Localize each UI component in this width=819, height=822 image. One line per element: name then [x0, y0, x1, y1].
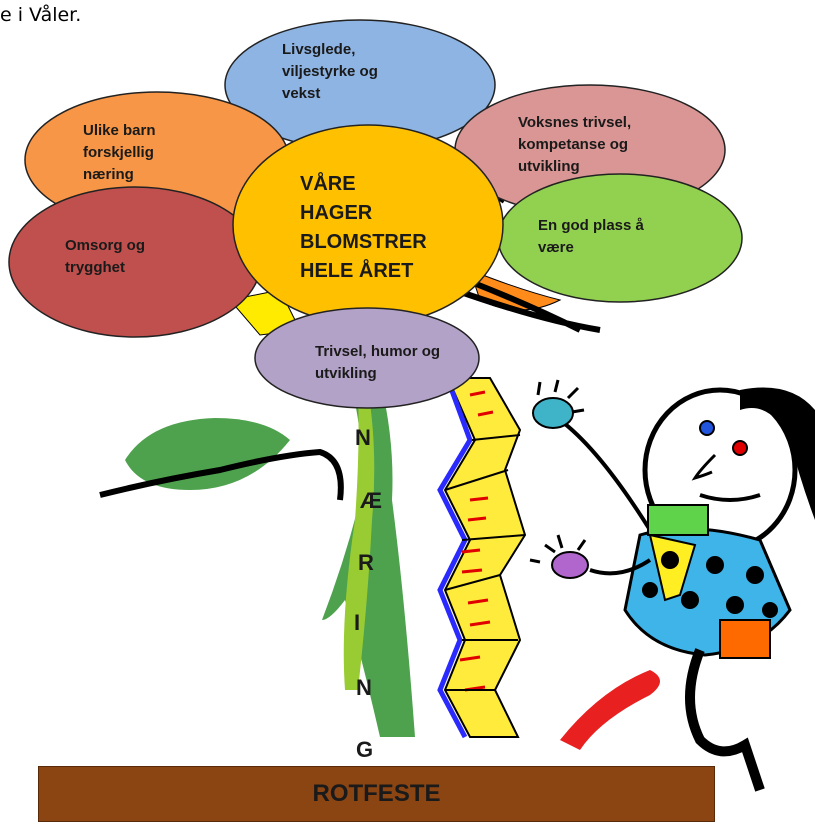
figure-hand-low: [551, 551, 589, 579]
tape-blue-edge: [437, 379, 473, 739]
figure-eye-red: [732, 440, 748, 456]
flower-center-label: VÅRE HAGER BLOMSTRER HELE ÅRET: [300, 173, 427, 282]
root-bar: ROTFESTE: [38, 766, 715, 822]
figure-collar: [647, 504, 709, 536]
left-leaf: [125, 418, 290, 490]
petal-label-voksnes: Voksnes trivsel, kompetanse og utvikling: [518, 114, 632, 175]
stem-letter-2: Æ: [360, 488, 382, 513]
tape-black-lines: [444, 434, 526, 691]
figure-nose: [691, 453, 717, 481]
root-label: ROTFESTE: [312, 780, 441, 807]
figure-arm-up: [558, 418, 652, 532]
figure-dots: [642, 551, 778, 618]
figure-mouth: [699, 493, 761, 502]
stem-letter-5: N: [356, 675, 372, 700]
figure-fingers-low: [529, 534, 587, 564]
petal-label-ulike-barn: Ulike barn forskjellig næring: [83, 122, 156, 183]
figure-hand-up: [532, 397, 574, 429]
stem-letter-4: I: [354, 610, 361, 635]
leaf-vine: [99, 448, 344, 501]
figure-fingers-up: [536, 379, 585, 414]
petal-label-omsorg: Omsorg og trygghet: [65, 237, 146, 276]
tape-ticks: [459, 390, 494, 692]
cartoon-figure: [529, 379, 815, 792]
measuring-tape: [443, 377, 527, 738]
header-partial-text: e i Våler.: [0, 4, 82, 26]
petal-label-en-god-plass: En god plass å være: [538, 217, 644, 256]
petal-trivsel: [254, 307, 480, 409]
stem-light: [343, 390, 375, 690]
stem-letter-3: R: [358, 550, 374, 575]
petal-label-trivsel: Trivsel, humor og utvikling: [315, 343, 441, 382]
figure-arm-low: [589, 558, 652, 576]
figure-pants: [719, 619, 771, 659]
figure-leg: [685, 648, 765, 792]
figure-eye-blue: [699, 420, 715, 436]
stem-letter-6: G: [356, 737, 374, 762]
figure-hair: [740, 387, 815, 520]
stem-letter-1: N: [355, 425, 371, 450]
figure-red-shoe: [560, 670, 660, 750]
petal-label-livsglede: Livsglede, viljestyrke og vekst: [282, 41, 378, 102]
